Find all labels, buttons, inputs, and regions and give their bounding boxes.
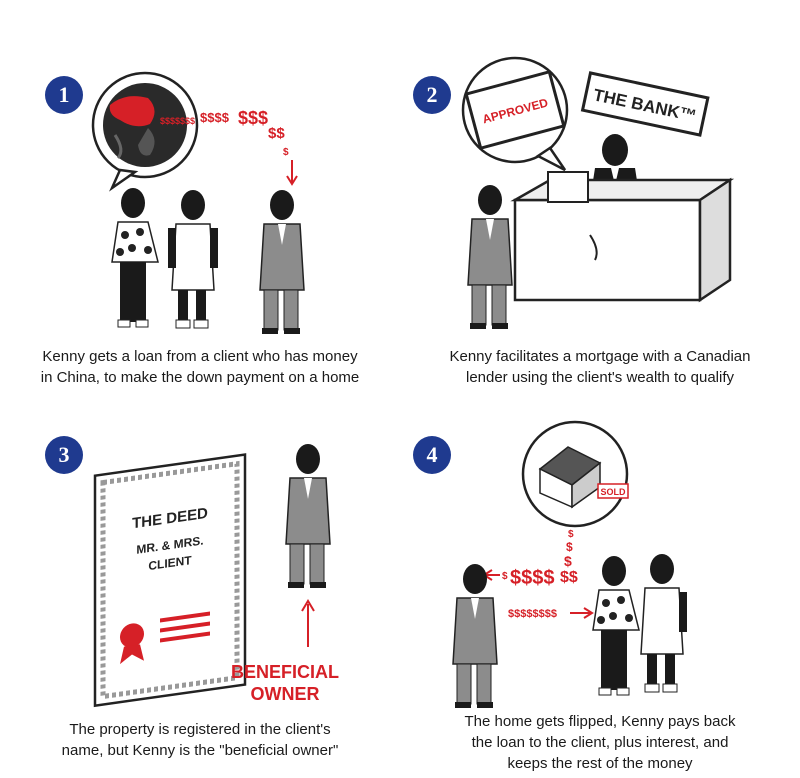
sold-house-bubble: SOLD: [521, 420, 629, 528]
panel-step-4: SOLD $ $ $ $$ $$$$ $ $$$$$$$$: [400, 389, 800, 778]
svg-text:$$$: $$$: [238, 108, 268, 128]
caption-line: in China, to make the down payment on a …: [40, 369, 360, 386]
step-4-illustration: SOLD $ $ $ $$ $$$$ $ $$$$$$$$: [452, 420, 687, 708]
globe-bubble: [91, 71, 199, 192]
bank-desk: [510, 171, 735, 303]
svg-text:$$$$$$$$: $$$$$$$$: [508, 608, 557, 620]
caption-line: Kenny facilitates a mortgage with a Cana…: [449, 348, 751, 365]
panel-step-1: $$$$$$$ $$$$ $$$ $$ $: [0, 0, 400, 389]
step-2-illustration: APPROVED THE BANK™: [461, 56, 735, 329]
client-woman-figure: [592, 556, 640, 696]
svg-text:$: $: [568, 529, 574, 540]
seal-icon: [120, 623, 144, 648]
sold-text: SOLD: [600, 487, 626, 497]
step-number-badge: 2: [413, 76, 451, 114]
step-caption: The home gets flipped, Kenny pays back t…: [410, 711, 790, 774]
svg-text:$: $: [564, 553, 572, 569]
client-woman-figure: [111, 188, 159, 328]
svg-text:$$$$$$$: $$$$$$$: [160, 116, 195, 126]
step-1-illustration: $$$$$$$ $$$$ $$$ $$ $: [91, 71, 305, 334]
china-map-icon: [109, 96, 155, 127]
step-caption: Kenny gets a loan from a client who has …: [10, 346, 390, 388]
svg-text:$$$$: $$$$: [200, 110, 230, 125]
deed-owner-line: CLIENT: [148, 553, 192, 573]
svg-text:$$: $$: [268, 125, 285, 142]
deed-document: THE DEED MR. & MRS. CLIENT: [93, 453, 247, 708]
money-stream-icon: $ $ $ $$ $$$$ $: [482, 529, 578, 589]
beneficial-label: BENEFICIAL: [231, 662, 339, 682]
svg-text:$: $: [566, 540, 573, 554]
owner-label: OWNER: [251, 684, 320, 704]
caption-line: Kenny gets a loan from a client who has …: [42, 348, 358, 365]
kenny-figure: [259, 190, 305, 334]
step-number-badge: 3: [45, 436, 83, 474]
panel-step-2: APPROVED THE BANK™: [400, 0, 800, 389]
money-stream-icon: $$$$$$$ $$$$ $$$ $$ $: [160, 108, 298, 186]
kenny-figure: [452, 564, 498, 708]
monitor-icon: [464, 69, 566, 151]
caption-line: The property is registered in the client…: [69, 721, 331, 738]
step-caption: Kenny facilitates a mortgage with a Cana…: [410, 346, 790, 388]
caption-line: name, but Kenny is the "beneficial owner…: [61, 742, 339, 759]
svg-text:$$: $$: [560, 569, 578, 586]
kenny-figure: [467, 185, 513, 329]
caption-line: lender using the client's wealth to qual…: [465, 369, 735, 386]
step-number-badge: 4: [413, 436, 451, 474]
svg-text:$: $: [283, 147, 289, 158]
computer-icon: [547, 171, 589, 203]
payback-stream-icon: $$$$$$$$: [508, 607, 594, 620]
svg-text:$: $: [502, 571, 508, 582]
caption-line: keeps the rest of the money: [507, 755, 693, 772]
step-3-illustration: THE DEED MR. & MRS. CLIENT BENEFICIAL OW…: [93, 444, 339, 708]
kenny-figure: [285, 444, 331, 588]
client-man-figure: [640, 554, 687, 693]
caption-line: The home gets flipped, Kenny pays back: [464, 713, 736, 730]
svg-text:$$$$: $$$$: [510, 567, 555, 589]
step-number-badge: 1: [45, 76, 83, 114]
bank-sign: THE BANK™: [580, 71, 710, 137]
caption-line: the loan to the client, plus interest, a…: [471, 734, 729, 751]
step-caption: The property is registered in the client…: [10, 719, 390, 761]
sold-sign-icon: [597, 483, 629, 499]
approved-bubble: APPROVED: [461, 56, 569, 172]
panel-step-3: THE DEED MR. & MRS. CLIENT BENEFICIAL OW…: [0, 389, 400, 778]
arrow-up-icon: [301, 599, 315, 647]
client-man-figure: [168, 190, 218, 329]
